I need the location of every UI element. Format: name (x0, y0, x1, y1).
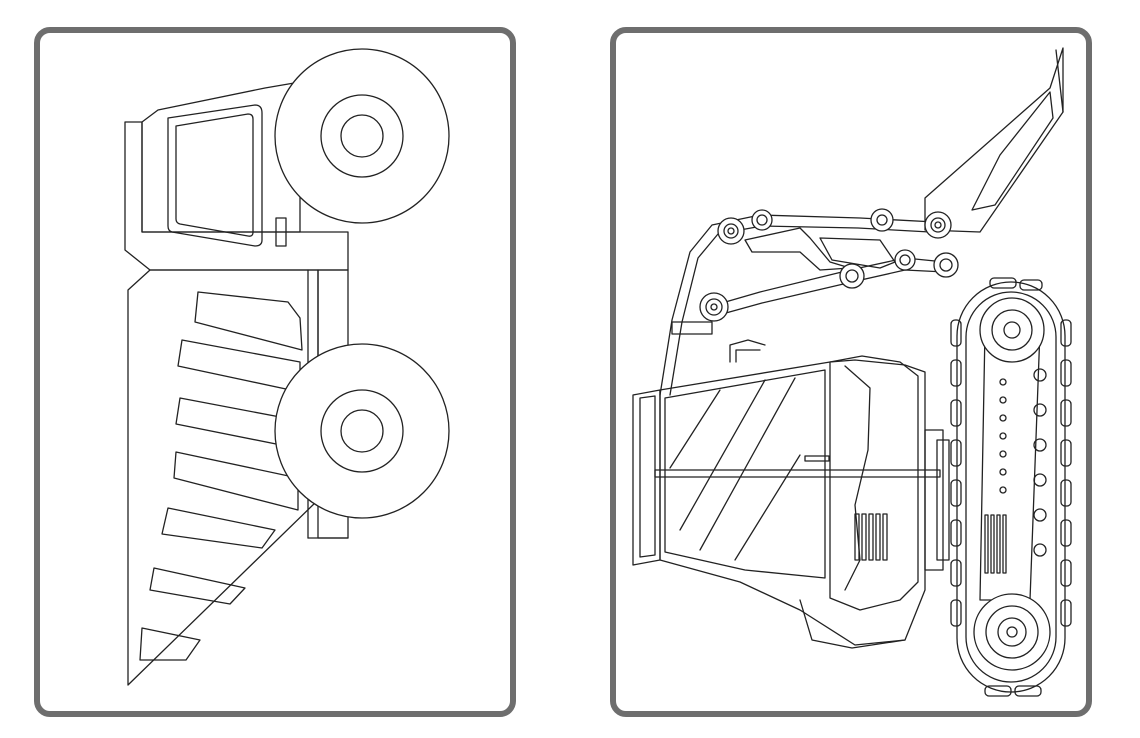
side-vents (854, 513, 888, 561)
dump-truck-drawing (124, 48, 450, 686)
crawler-track (950, 277, 1072, 697)
coloring-page-dump-truck (34, 27, 516, 717)
excavator-body (632, 47, 1072, 697)
dump-truck-body (124, 48, 450, 686)
excavator-drawing (632, 47, 1072, 697)
coloring-page-excavator (610, 27, 1092, 717)
pivot-joints (699, 208, 959, 322)
